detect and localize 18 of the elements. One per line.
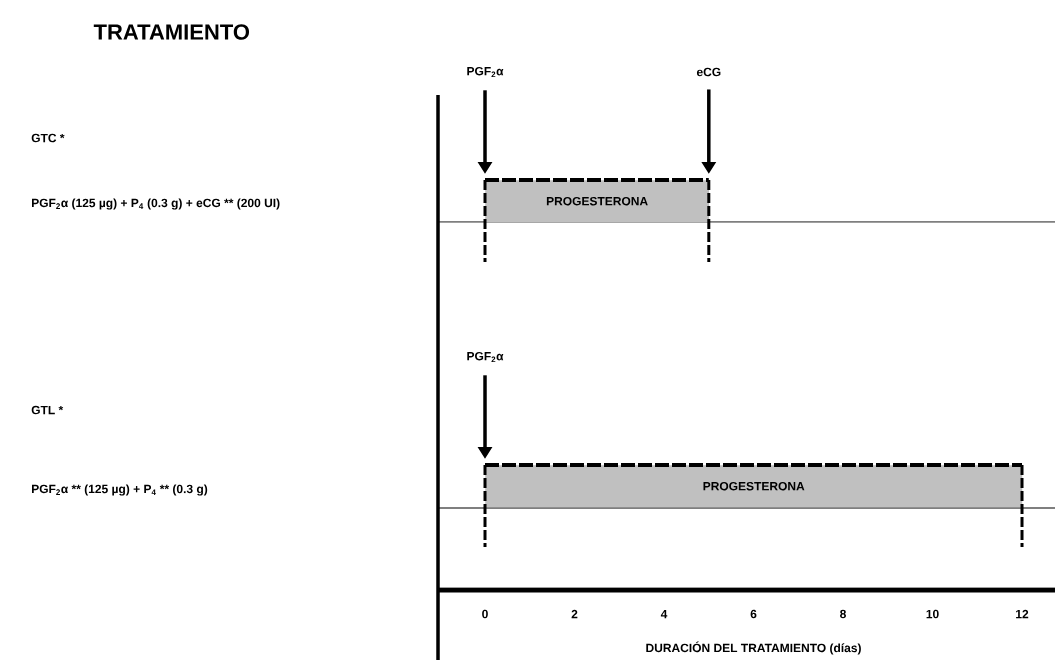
tick-label: 12 — [1016, 609, 1029, 619]
progesterone-bar: PROGESTERONA — [483, 178, 711, 262]
group-label: GTL * — [31, 405, 64, 415]
treatment-text: PGF$_{2}$α ** (125 µg) + P$_{4}$ ** (0.3 g) — [32, 484, 208, 496]
treatment-text: PGF$_{2}$α (125 µg) + P$_{4}$ (0.3 g) + eCG ** (200 UI) — [32, 198, 280, 210]
tick-label: 6 — [750, 609, 757, 619]
drug-label: PGF$_{2}$α — [467, 351, 504, 363]
axis-title: DURACIÓN DEL TRATAMIENTO (días) — [646, 641, 861, 655]
tick-label: 8 — [840, 609, 846, 619]
drug-label: PGF$_{2}$α — [467, 66, 504, 78]
progesterone-bar: PROGESTERONA — [483, 463, 1024, 547]
group-label: GTC * — [31, 133, 65, 143]
tick-label: 0 — [482, 609, 488, 619]
drug-label: eCG — [696, 67, 721, 77]
title: TRATAMIENTO — [93, 24, 250, 40]
tick-label: 4 — [660, 609, 668, 619]
tick-label: 10 — [926, 609, 939, 619]
tick-label: 2 — [571, 609, 578, 619]
